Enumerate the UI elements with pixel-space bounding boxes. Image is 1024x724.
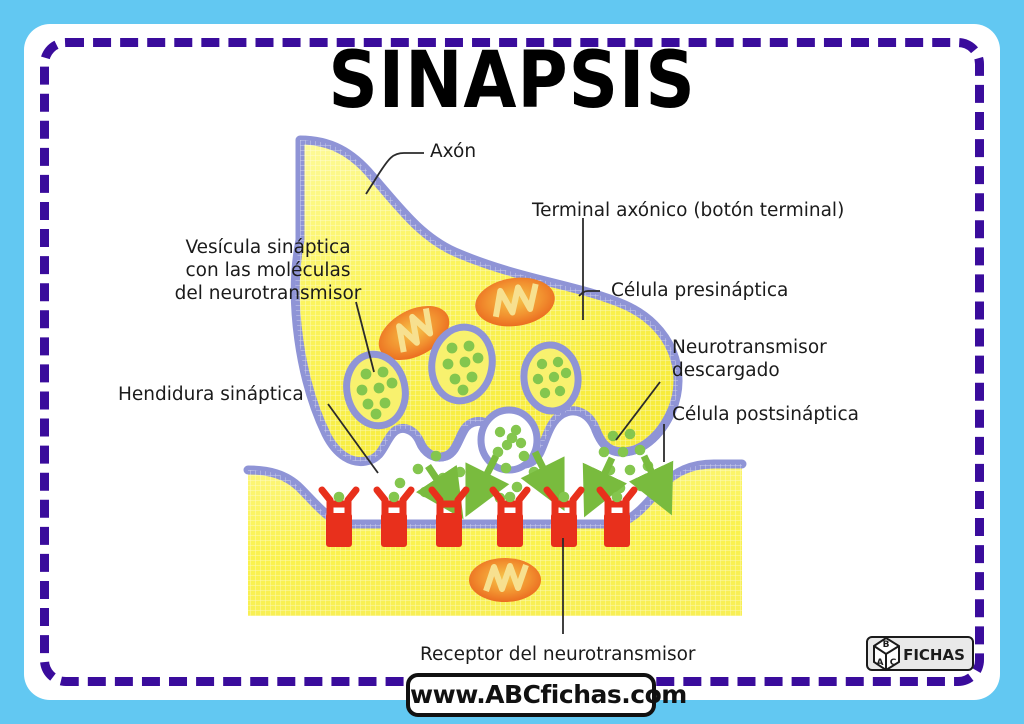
page-title: SINAPSIS	[328, 36, 696, 126]
logo-letter-a: A	[877, 658, 884, 668]
label-receptor-neurotransmisor: Receptor del neurotransmisor	[420, 644, 696, 665]
logo-letter-c: C	[890, 658, 897, 668]
label-vesicula-sinaptica: Vesícula sináptica con las moléculas del…	[174, 237, 362, 304]
logo-letter-b: B	[883, 640, 890, 650]
logo-cube: B A C	[873, 636, 900, 672]
abcfichas-logo[interactable]: B A C FICHAS	[866, 633, 974, 673]
label-axon: Axón	[430, 141, 477, 162]
website-url-box[interactable]: www.ABCfichas.com	[406, 673, 687, 717]
label-terminal-axonico: Terminal axónico (botón terminal)	[532, 200, 845, 221]
label-celula-postsinaptica: Célula postsináptica	[672, 404, 859, 425]
label-neurotransmisor-descargado: Neurotransmisor descargado	[672, 337, 827, 381]
label-hendidura-sinaptica: Hendidura sináptica	[118, 384, 304, 405]
label-celula-presinaptica: Célula presináptica	[611, 280, 789, 301]
logo-word: FICHAS	[903, 646, 965, 664]
website-url-text: www.ABCfichas.com	[410, 680, 687, 709]
